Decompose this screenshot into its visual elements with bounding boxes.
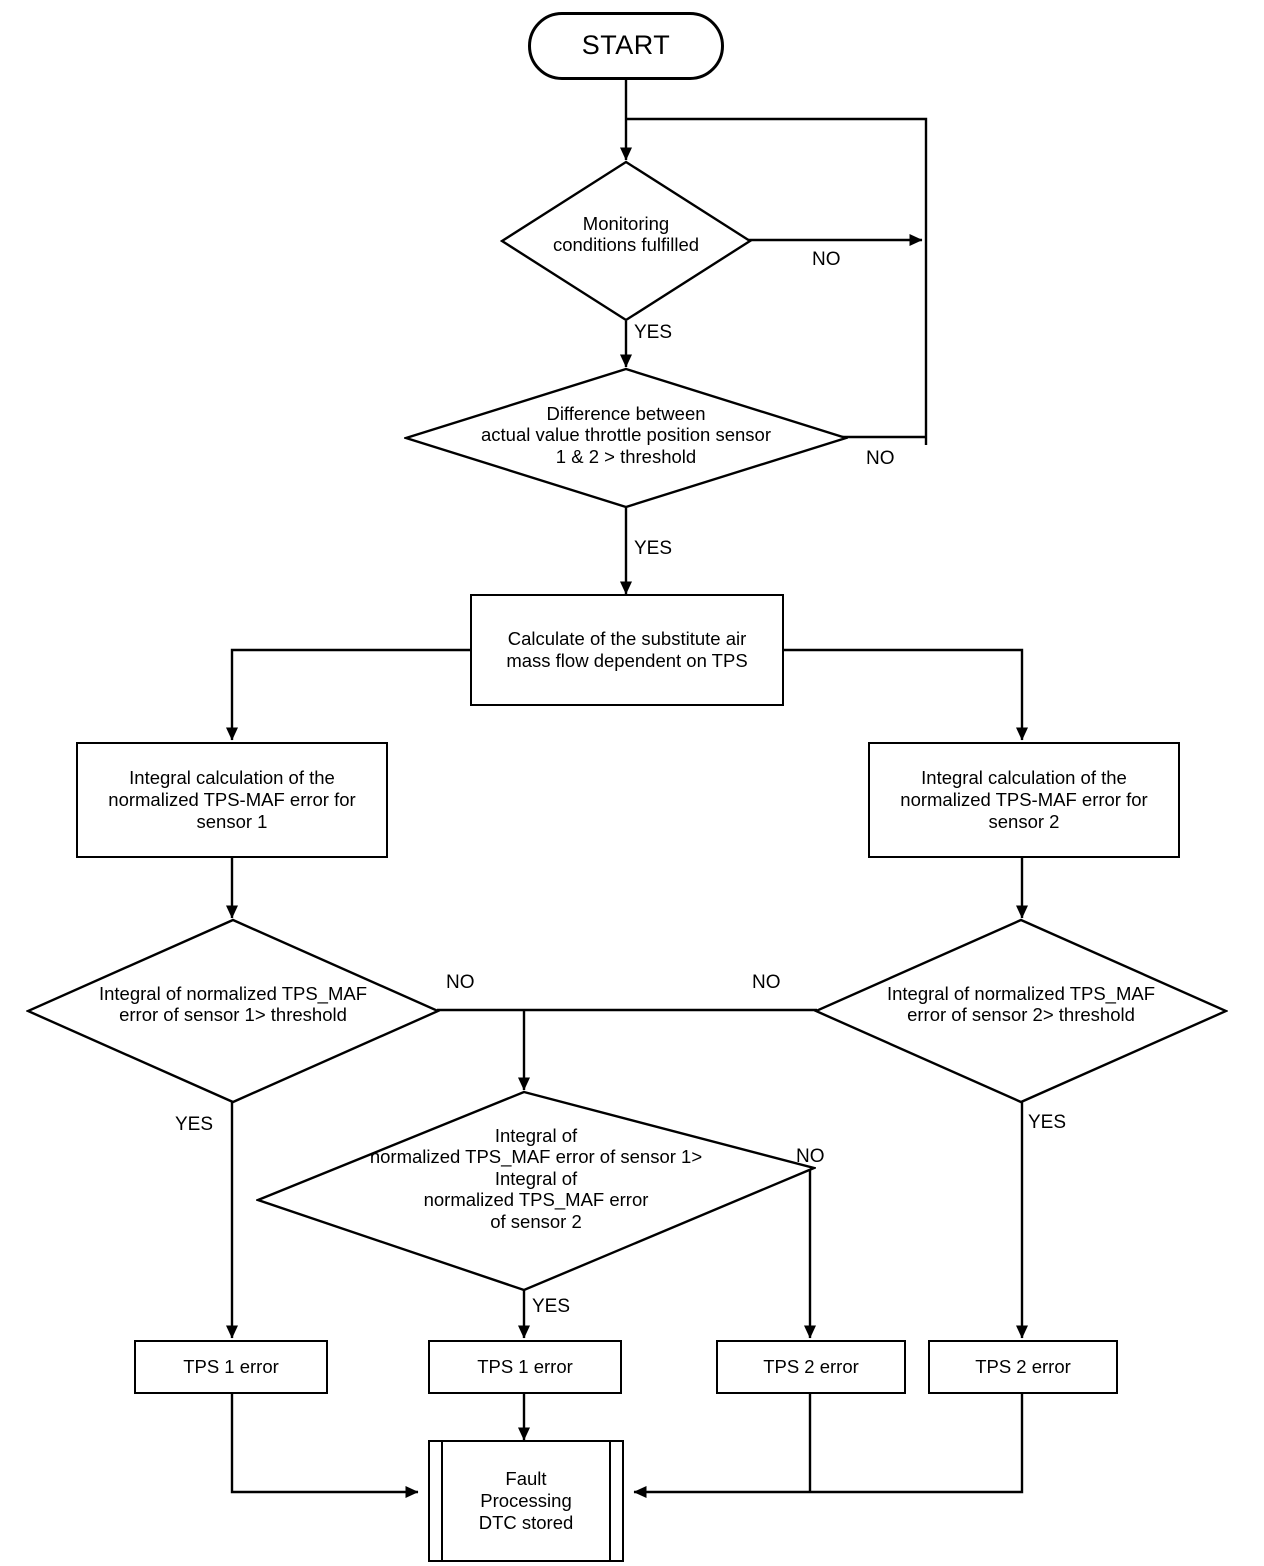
edge-label-monitoring-no: NO <box>812 249 841 270</box>
tps1-error-left-box[interactable]: TPS 1 error <box>134 1340 328 1394</box>
edge-label-compare-yes: YES <box>532 1296 571 1317</box>
edge-label-integral1-no: NO <box>446 972 475 993</box>
integral-sensor2-box[interactable]: Integral calculation of the normalized T… <box>868 742 1180 858</box>
edge-label-integral2-yes: YES <box>1028 1112 1067 1133</box>
edge-tps2right-to-fault <box>633 1394 1024 1498</box>
edge-label-integral1-yes: YES <box>175 1114 214 1135</box>
edge-label-integral2-no: NO <box>752 972 781 993</box>
calculate-substitute-box[interactable]: Calculate of the substitute air mass flo… <box>470 594 784 706</box>
tps2-error-mid-box[interactable]: TPS 2 error <box>716 1340 906 1394</box>
decision-monitoring-shape <box>500 160 752 322</box>
edge-label-difference-no: NO <box>866 448 895 469</box>
tps1-error-mid-box[interactable]: TPS 1 error <box>428 1340 622 1394</box>
predefined-process-left-bar <box>441 1442 443 1560</box>
integral-sensor1-box[interactable]: Integral calculation of the normalized T… <box>76 742 388 858</box>
predefined-process-right-bar <box>609 1442 611 1560</box>
edge-tps1left-to-fault <box>230 1394 419 1498</box>
edge-label-monitoring-yes: YES <box>634 322 673 343</box>
tps2-error-right-box[interactable]: TPS 2 error <box>928 1340 1118 1394</box>
decision-integral1-shape <box>26 918 440 1104</box>
edge-calc-to-integral1 <box>226 648 472 741</box>
decision-compare-shape <box>256 1090 816 1292</box>
fault-processing-box[interactable]: Fault Processing DTC stored <box>428 1440 624 1562</box>
decision-difference-shape <box>404 367 848 509</box>
start-terminator[interactable]: START <box>528 12 724 80</box>
edge-label-compare-no: NO <box>796 1146 825 1167</box>
edge-calc-to-integral2 <box>782 648 1028 741</box>
edge-label-difference-yes: YES <box>634 538 673 559</box>
edge-loopback-rail <box>626 117 928 445</box>
decision-integral2-shape <box>814 918 1228 1104</box>
